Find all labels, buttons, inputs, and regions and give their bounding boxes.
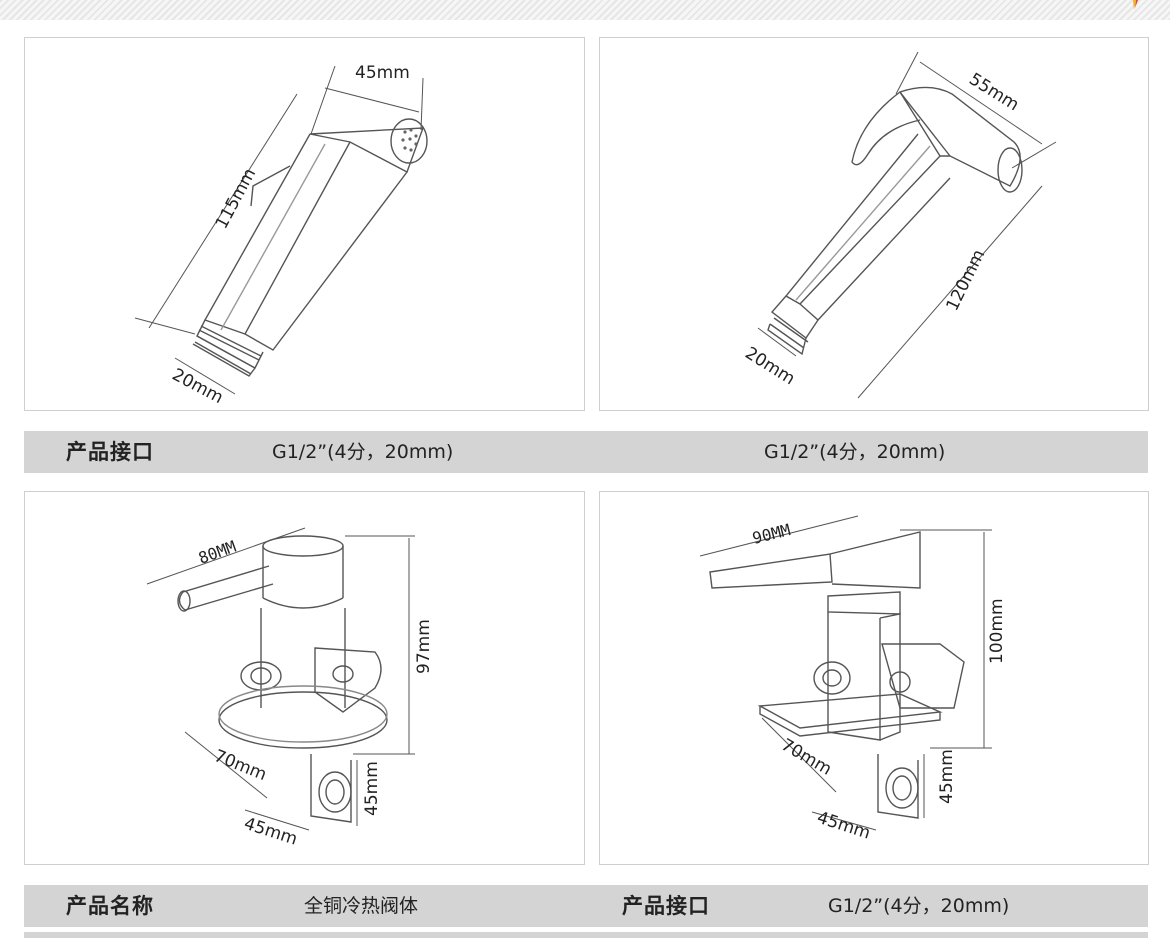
bottom-divider xyxy=(24,932,1148,938)
interface-label: 产品接口 xyxy=(66,440,154,464)
valve-2-outlet-label: 45mm xyxy=(937,749,957,804)
panel-valve-2: 90MM 100mm 70mm 45mm 45mm xyxy=(599,491,1149,865)
valve-1-depth-label: 45mm xyxy=(241,814,299,850)
panel-sprayer-2: 55mm 120mm 20mm xyxy=(599,37,1149,411)
product-interface-value: G1/2”(4分，20mm) xyxy=(828,895,1010,917)
valve-2-base-label: 70mm xyxy=(778,735,835,780)
product-name-label: 产品名称 xyxy=(66,894,154,918)
sprayer-2-thread-label: 20mm xyxy=(741,343,798,389)
sprayer-1-width-label: 45mm xyxy=(355,63,410,83)
sprayer-2-length-label: 120mm xyxy=(943,246,990,314)
valve-2-height-label: 100mm xyxy=(987,598,1007,664)
valve-1-outlet-label: 45mm xyxy=(362,761,382,816)
interface-value-right: G1/2”(4分，20mm) xyxy=(764,441,946,463)
spec-bar-interface: 产品接口 G1/2”(4分，20mm) G1/2”(4分，20mm) xyxy=(24,431,1148,473)
sprayer-1-drawing: 45mm 115mm 20mm xyxy=(134,63,428,408)
panel-sprayer-1: 45mm 115mm 20mm xyxy=(24,37,585,411)
valve-2-drawing: 90MM 100mm 70mm 45mm 45mm xyxy=(699,515,1007,844)
valve-1-handle-label: 80MM xyxy=(196,537,239,568)
product-interface-label: 产品接口 xyxy=(622,894,710,918)
spec-bar-name: 产品名称 全铜冷热阀体 产品接口 G1/2”(4分，20mm) xyxy=(24,885,1148,927)
sprayer-1-length-label: 115mm xyxy=(212,165,260,232)
valve-2-handle-label: 90MM xyxy=(750,520,792,548)
valve-1-drawing: 80MM 97mm 70mm 45mm 45mm xyxy=(146,527,434,850)
sprayer-2-drawing: 55mm 120mm 20mm xyxy=(741,51,1057,399)
sprayer-2-width-label: 55mm xyxy=(965,69,1022,115)
panel-valve-1: 80MM 97mm 70mm 45mm 45mm xyxy=(24,491,585,865)
valve-1-base-label: 70mm xyxy=(211,746,269,785)
top-stripe xyxy=(0,0,1170,20)
product-name-value: 全铜冷热阀体 xyxy=(304,895,419,917)
valve-2-depth-label: 45mm xyxy=(814,808,872,844)
interface-value-left: G1/2”(4分，20mm) xyxy=(272,441,454,463)
corner-mark-icon xyxy=(1133,0,1138,10)
valve-1-height-label: 97mm xyxy=(414,619,434,674)
